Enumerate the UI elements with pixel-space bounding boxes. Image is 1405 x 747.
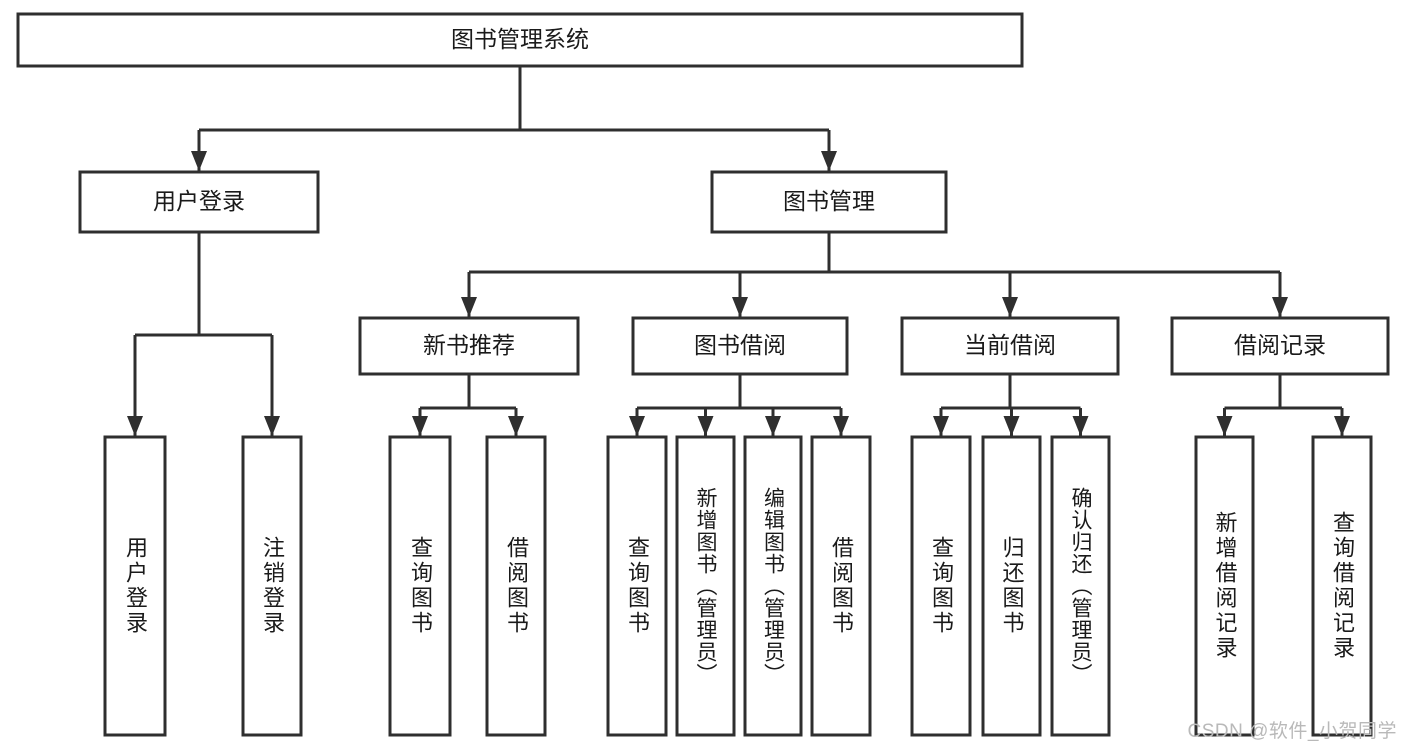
- node-box-root[interactable]: [16, 12, 1024, 68]
- node-box-leaf-logout[interactable]: [241, 435, 303, 737]
- node-box-book-borrow[interactable]: [631, 316, 849, 376]
- conn-borrow-record-arrow-0: [1216, 416, 1233, 436]
- connectors-layer: [127, 66, 1350, 436]
- node-box-leaf-borrow-book-recommend[interactable]: [485, 435, 547, 737]
- node-box-borrow-record[interactable]: [1170, 316, 1390, 376]
- conn-new-book-recommend-arrow-0: [412, 416, 428, 436]
- node-label-book-borrow: 图书借阅: [694, 332, 786, 358]
- conn-root-arrow-0: [191, 151, 207, 171]
- node-label-new-book-recommend: 新书推荐: [423, 332, 515, 358]
- boxes-layer: [16, 12, 1390, 737]
- conn-user-login-arrow-1: [264, 416, 280, 436]
- node-box-leaf-borrow-book[interactable]: [810, 435, 872, 737]
- conn-current-borrow-arrow-2: [1072, 416, 1089, 436]
- node-box-new-book-recommend[interactable]: [358, 316, 580, 376]
- watermark-text: CSDN @软件_小贺同学: [1187, 721, 1397, 742]
- node-box-leaf-query-borrow-record[interactable]: [1311, 435, 1373, 737]
- node-label-book-management: 图书管理: [783, 188, 875, 214]
- node-label-user-login: 用户登录: [153, 188, 245, 214]
- node-box-leaf-add-borrow-record[interactable]: [1194, 435, 1255, 737]
- conn-book-borrow-arrow-1: [697, 416, 714, 436]
- node-box-book-management[interactable]: [710, 170, 948, 234]
- node-box-leaf-return-book[interactable]: [981, 435, 1042, 737]
- conn-borrow-record-arrow-1: [1334, 416, 1350, 436]
- conn-current-borrow-arrow-0: [933, 416, 949, 436]
- conn-book-management-arrow-2: [1002, 297, 1018, 317]
- conn-root-arrow-1: [821, 151, 837, 171]
- conn-book-borrow-arrow-2: [765, 416, 781, 436]
- node-box-leaf-query-book-recommend[interactable]: [388, 435, 452, 737]
- node-box-user-login[interactable]: [78, 170, 320, 234]
- node-label-borrow-record: 借阅记录: [1234, 332, 1326, 358]
- node-box-leaf-query-book-current[interactable]: [910, 435, 972, 737]
- node-label-root: 图书管理系统: [451, 26, 589, 52]
- conn-book-borrow-arrow-3: [833, 416, 849, 436]
- node-box-current-borrow[interactable]: [900, 316, 1120, 376]
- node-box-leaf-add-book-admin[interactable]: [675, 435, 736, 737]
- node-box-leaf-confirm-return-admin[interactable]: [1050, 435, 1111, 737]
- node-box-leaf-query-book-borrow[interactable]: [606, 435, 668, 737]
- conn-book-borrow-arrow-0: [629, 416, 645, 436]
- conn-new-book-recommend-arrow-1: [508, 416, 524, 436]
- conn-current-borrow-arrow-1: [1003, 416, 1020, 436]
- conn-book-management-arrow-1: [732, 297, 748, 317]
- conn-book-management-arrow-3: [1272, 297, 1288, 317]
- conn-book-management-arrow-0: [461, 297, 477, 317]
- node-box-leaf-edit-book-admin[interactable]: [743, 435, 803, 737]
- node-box-leaf-user-login[interactable]: [103, 435, 167, 737]
- node-label-current-borrow: 当前借阅: [964, 332, 1056, 358]
- conn-user-login-arrow-0: [127, 416, 143, 436]
